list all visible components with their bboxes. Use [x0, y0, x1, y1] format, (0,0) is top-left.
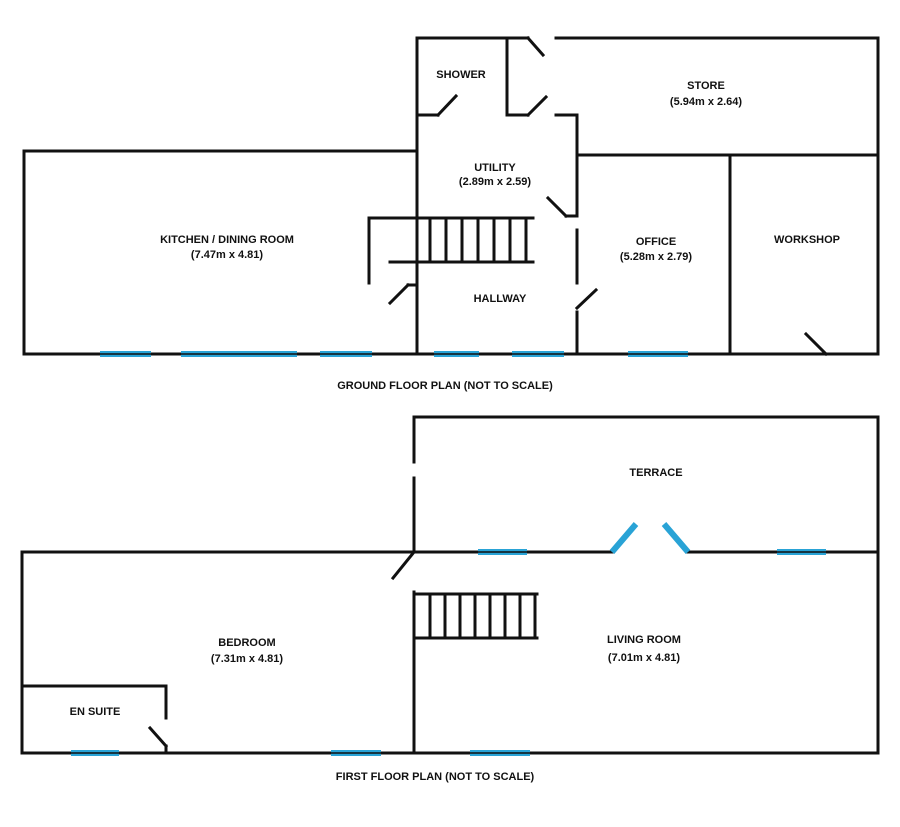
- room-label-workshop: WORKSHOP: [774, 234, 840, 246]
- room-label-utility: UTILITY: [474, 162, 516, 174]
- first-floor-stairs: [428, 594, 537, 638]
- first-floor-caption: FIRST FLOOR PLAN (NOT TO SCALE): [336, 771, 535, 783]
- room-label-store: STORE: [687, 80, 725, 92]
- ground-floor-walls: [22, 35, 880, 357]
- room-label-kitchen: KITCHEN / DINING ROOM: [160, 234, 294, 246]
- room-label-office: OFFICE: [636, 236, 676, 248]
- room-size-living-room: (7.01m x 4.81): [608, 652, 680, 664]
- room-size-store: (5.94m x 2.64): [670, 96, 742, 108]
- first-floor-windows: [71, 522, 826, 756]
- room-size-bedroom: (7.31m x 4.81): [211, 653, 283, 665]
- room-label-hallway: HALLWAY: [474, 293, 527, 305]
- room-size-kitchen: (7.47m x 4.81): [191, 249, 263, 261]
- ground-floor-caption: GROUND FLOOR PLAN (NOT TO SCALE): [337, 380, 553, 392]
- room-label-terrace: TERRACE: [629, 467, 682, 479]
- room-size-office: (5.28m x 2.79): [620, 251, 692, 263]
- first-floor-walls: [20, 415, 880, 755]
- room-label-shower: SHOWER: [436, 69, 486, 81]
- ground-floor-stairs: [428, 218, 528, 262]
- room-label-bedroom: BEDROOM: [218, 637, 275, 649]
- room-size-utility: (2.89m x 2.59): [459, 176, 531, 188]
- room-label-en-suite: EN SUITE: [70, 706, 121, 718]
- room-label-living-room: LIVING ROOM: [607, 634, 681, 646]
